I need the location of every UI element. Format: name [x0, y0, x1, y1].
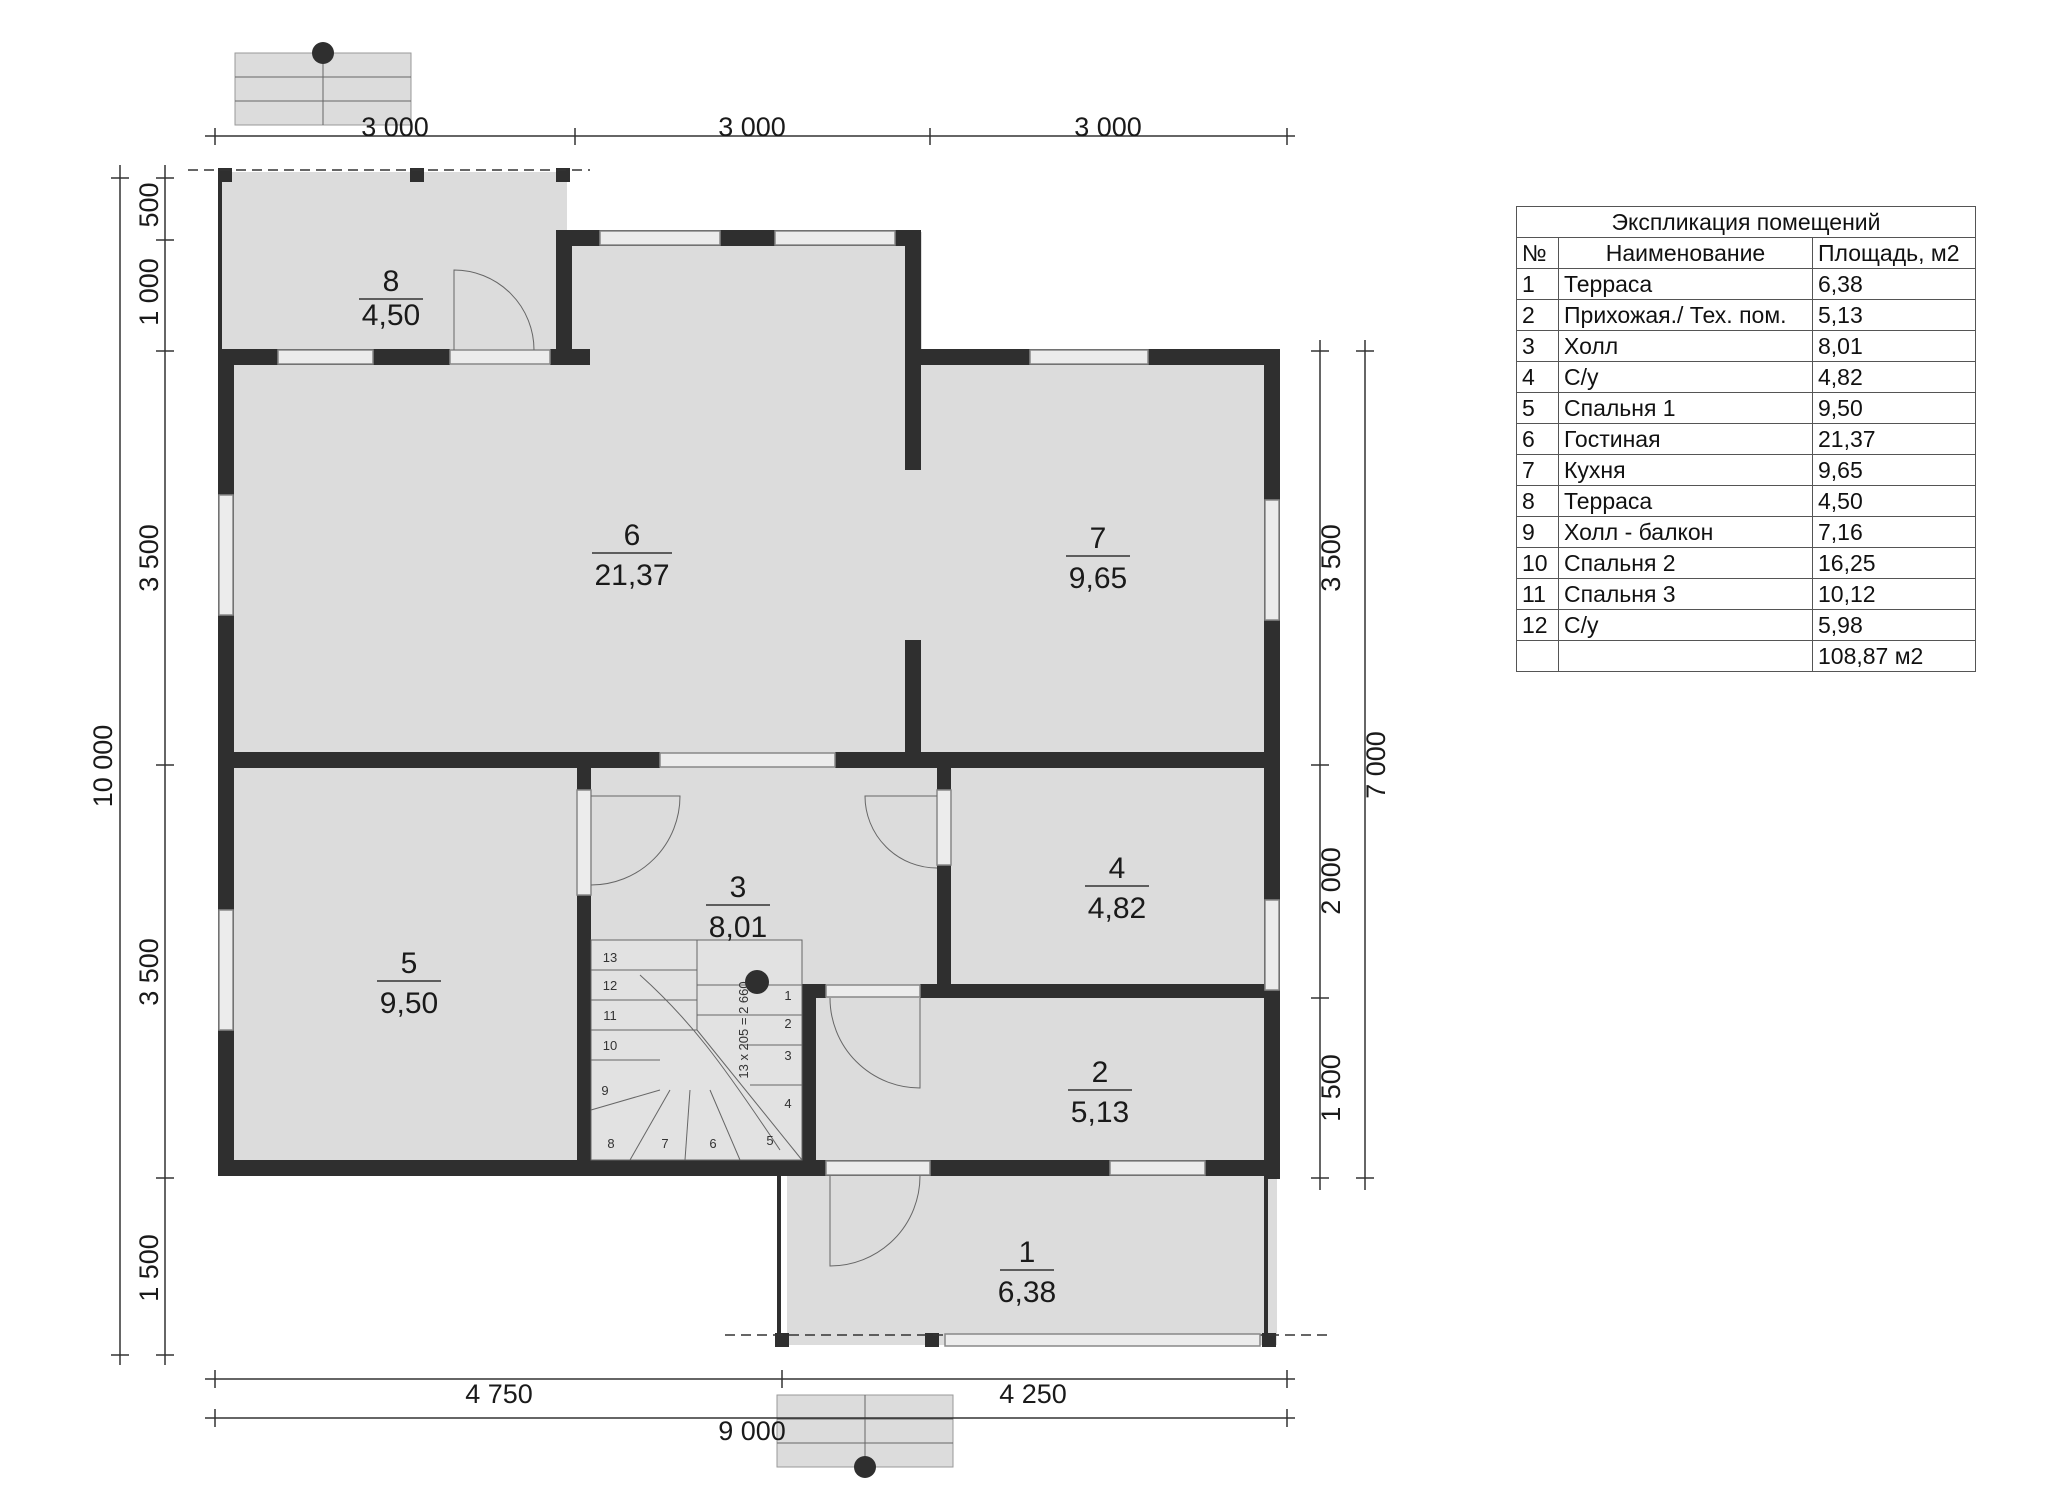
stair-step: 11	[603, 1008, 617, 1023]
dimension-label: 1 500	[134, 1234, 164, 1302]
column-header-area: Площадь, м2	[1812, 237, 1976, 269]
room-label: 8 4,50	[359, 265, 423, 332]
svg-text:4: 4	[1109, 852, 1126, 885]
stair-step: 3	[784, 1048, 791, 1063]
svg-text:9,65: 9,65	[1069, 562, 1127, 595]
dimension-label: 3 500	[134, 938, 164, 1006]
table-title: Экспликация помещений	[1516, 206, 1976, 238]
total-area: 108,87 м2	[1812, 640, 1976, 672]
stair-step: 13	[603, 950, 617, 965]
svg-text:6,38: 6,38	[998, 1276, 1056, 1309]
stair-step: 8	[607, 1136, 614, 1151]
table-total-row: 108,87 м2	[1516, 640, 1976, 672]
dimension-label: 500	[134, 182, 164, 227]
dimensions-bottom: 4 750 4 250 9 000	[205, 1370, 1295, 1446]
dimension-label: 3 500	[134, 524, 164, 592]
table-caption-row: Экспликация помещений	[1516, 206, 1976, 238]
svg-text:1: 1	[1019, 1236, 1036, 1269]
svg-text:3: 3	[730, 871, 747, 904]
svg-text:7: 7	[1090, 522, 1107, 555]
stair-label: 13 x 205 = 2 660	[736, 981, 751, 1078]
stair-step: 12	[603, 978, 617, 993]
dimension-label: 3 000	[361, 112, 429, 142]
dimension-label: 9 000	[718, 1416, 786, 1446]
stair-step: 5	[766, 1133, 773, 1148]
dimension-label: 10 000	[88, 725, 118, 808]
svg-text:8: 8	[383, 265, 400, 298]
door-swings	[453, 269, 938, 1267]
stair-step: 1	[784, 988, 791, 1003]
room-label: 1 6,38	[998, 1236, 1056, 1309]
svg-text:2: 2	[1092, 1056, 1109, 1089]
room-label: 3 8,01	[706, 871, 770, 944]
room-labels: 1 6,38 2 5,13 3 8,01 4 4,82 5 9,50 6 21,…	[359, 265, 1149, 1309]
svg-text:5,13: 5,13	[1071, 1096, 1129, 1129]
svg-text:8,01: 8,01	[709, 911, 767, 944]
svg-text:6: 6	[624, 519, 641, 552]
stair-step: 9	[601, 1083, 608, 1098]
dimensions-top: 3 000 3 000 3 000	[205, 112, 1295, 145]
dimensions-left: 500 1 000 3 500 3 500 1 500 10 000	[88, 165, 174, 1365]
column-header-num: №	[1516, 237, 1559, 269]
svg-text:5: 5	[401, 947, 418, 980]
svg-text:4,50: 4,50	[362, 299, 420, 332]
room-label: 7 9,65	[1066, 522, 1130, 595]
stair-step: 4	[784, 1096, 791, 1111]
stair-step: 2	[784, 1016, 791, 1031]
room-label: 4 4,82	[1085, 852, 1149, 925]
dimension-label: 3 000	[1074, 112, 1142, 142]
bottom-entrance-steps	[776, 1394, 954, 1478]
dimension-label: 4 750	[465, 1379, 533, 1409]
stair-step: 10	[603, 1038, 617, 1053]
dimensions-right: 3 500 2 000 1 500 7 000	[1311, 340, 1391, 1190]
dimension-label: 4 250	[999, 1379, 1067, 1409]
explication-table: Экспликация помещений № Наименование Пло…	[1516, 206, 1976, 672]
svg-text:4,82: 4,82	[1088, 892, 1146, 925]
dimension-label: 3 500	[1316, 524, 1346, 592]
svg-text:21,37: 21,37	[594, 559, 669, 592]
dimension-label: 1 000	[134, 258, 164, 326]
staircase: 1 2 3 4 5 6 7 8 9 10 11 12 13 13 x 205 =…	[590, 939, 803, 1161]
dimension-label: 1 500	[1316, 1054, 1346, 1122]
room-label: 2 5,13	[1068, 1056, 1132, 1129]
svg-text:9,50: 9,50	[380, 987, 438, 1020]
stair-step: 6	[709, 1136, 716, 1151]
dimension-label: 3 000	[718, 112, 786, 142]
stair-step: 7	[661, 1136, 668, 1151]
top-entrance-steps	[234, 42, 412, 126]
dimension-label: 2 000	[1316, 847, 1346, 915]
table-header-row: № Наименование Площадь, м2	[1516, 237, 1976, 269]
room-label: 6 21,37	[592, 519, 672, 592]
column-header-name: Наименование	[1558, 237, 1813, 269]
windows	[218, 230, 1280, 1347]
room-label: 5 9,50	[377, 947, 441, 1020]
dimension-label: 7 000	[1361, 731, 1391, 799]
